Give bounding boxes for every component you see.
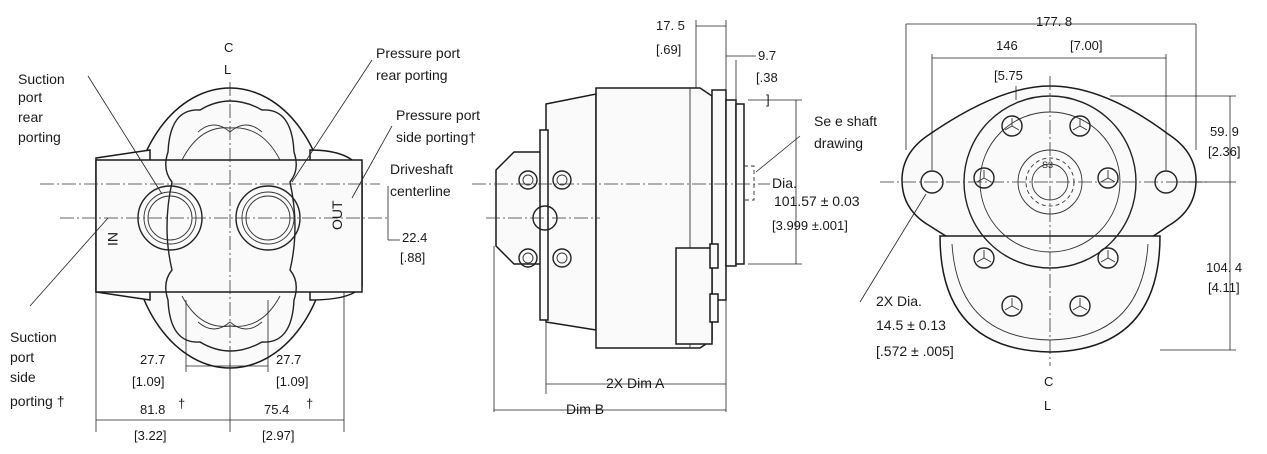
in-port-label: NI <box>105 232 121 246</box>
gear-cavity <box>165 100 297 352</box>
dim-75-4: 75.4 <box>264 402 289 417</box>
dim-0-69: [.69] <box>656 42 681 57</box>
middle-view: Driveshaft centerline 22.4 [.88] 17. 5 [… <box>387 18 877 417</box>
right-cl-c: C <box>1044 374 1053 389</box>
pressure-rear-label-1: Pressure port <box>376 45 460 61</box>
pressure-rear-label-2: rear porting <box>376 67 448 83</box>
dim-7-00: [7.00] <box>1070 38 1103 53</box>
dim-27-7-right: 27.7 <box>276 352 301 367</box>
left-view: C L Suction port rear porting Pressure p… <box>10 40 480 443</box>
driveshaft-label-1: Driveshaft <box>390 161 453 177</box>
dim-b-label: Dim B <box>566 401 604 417</box>
pressure-side-label-1: Pressure port <box>396 107 480 123</box>
dim-146: 146 <box>996 38 1018 53</box>
suction-side-label-1: Suction <box>10 329 57 345</box>
left-cl-c: C <box>224 40 233 55</box>
dim-1-09-right: [1.09] <box>276 374 309 389</box>
dim-177-8: 177. 8 <box>1036 14 1072 29</box>
dagger-75-4: † <box>306 396 313 411</box>
out-port-label: OUT <box>329 200 345 230</box>
hole-label: 2X Dia. <box>876 293 922 309</box>
dim-3-22: [3.22] <box>134 428 167 443</box>
suction-rear-label-4: porting <box>18 129 61 145</box>
see-shaft-label-2: drawing <box>814 135 863 151</box>
dim-59-9: 59. 9 <box>1210 124 1239 139</box>
dim-1-09-left: [1.09] <box>132 374 165 389</box>
dim-0-38: [.38 <box>756 70 778 85</box>
lower-bracket <box>675 247 713 345</box>
rear-cover <box>545 93 597 331</box>
dim-0-38-bracket: ] <box>766 92 770 107</box>
dagger-81-8: † <box>178 396 185 411</box>
dim-4-11: [4.11] <box>1208 280 1240 295</box>
right-view: S3 177. 8 [7.00] 146 [5. <box>859 14 1242 413</box>
dim-5-75: [5.75 <box>994 68 1023 83</box>
dia-label: Dia. <box>772 175 797 191</box>
suction-rear-label-3: rear <box>18 109 43 125</box>
right-cl-l: L <box>1044 398 1051 413</box>
see-shaft-label-1: Se e shaft <box>814 113 877 129</box>
dim-a-label: 2X Dim A <box>606 375 665 391</box>
dim-17-5: 17. 5 <box>656 18 685 33</box>
suction-rear-label-2: port <box>18 89 42 105</box>
pressure-side-label-2: side porting† <box>396 129 476 145</box>
dim-22-4: 22.4 <box>402 230 427 245</box>
suction-side-label-3: side <box>10 369 36 385</box>
dim-104-4: 104. 4 <box>1206 260 1242 275</box>
suction-side-label-2: port <box>10 349 34 365</box>
shaft-hidden <box>744 165 755 201</box>
dia-value: 101.57 ± 0.03 <box>774 193 860 209</box>
hole-value: 14.5 ± 0.13 <box>876 317 946 333</box>
dim-9-7: 9.7 <box>758 48 776 63</box>
hole-inch: [.572 ± .005] <box>876 343 954 359</box>
dim-0-88: [.88] <box>400 250 425 265</box>
left-cl-l: L <box>224 62 231 77</box>
dim-27-7-left: 27.7 <box>140 352 165 367</box>
body-block <box>95 159 363 293</box>
suction-side-label-4: porting † <box>10 393 64 409</box>
dim-2-36: [2.36] <box>1208 144 1241 159</box>
shaft-mark: S3 <box>1042 160 1053 170</box>
flange-bolts <box>973 115 1119 317</box>
dim-81-8: 81.8 <box>140 402 165 417</box>
dia-inch: [3.999 ±.001] <box>772 218 848 233</box>
suction-rear-label-1: Suction <box>18 71 65 87</box>
driveshaft-label-2: centerline <box>390 183 451 199</box>
dim-2-97: [2.97] <box>262 428 295 443</box>
